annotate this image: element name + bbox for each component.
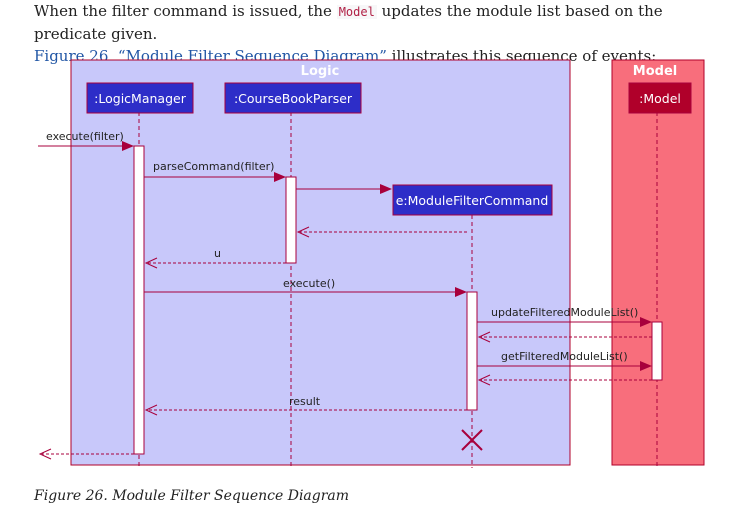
message-parse-command: parseCommand(filter) bbox=[153, 160, 274, 173]
destroy-marker bbox=[461, 429, 483, 451]
message-get-filtered: getFilteredModuleList() bbox=[501, 350, 628, 363]
message-execute: execute() bbox=[283, 277, 335, 290]
figure-caption: Figure 26. Module Filter Sequence Diagra… bbox=[34, 488, 350, 504]
model-group-label: Model bbox=[633, 64, 677, 79]
model-code: Model bbox=[336, 5, 377, 19]
message-u: u bbox=[214, 247, 221, 260]
participant-parser-label: :CourseBookParser bbox=[234, 91, 353, 106]
arrowhead-execute-filter bbox=[122, 141, 134, 151]
return-arrowhead-command bbox=[296, 226, 310, 238]
model-group bbox=[611, 59, 705, 466]
intro-text-2: updates the module list based on the pre… bbox=[34, 2, 663, 43]
arrowhead-get-filtered bbox=[640, 361, 652, 371]
participant-filter-command bbox=[392, 184, 553, 216]
return-arrowhead-result bbox=[144, 404, 158, 416]
participant-logic-manager bbox=[86, 82, 194, 114]
arrowhead-parse-command bbox=[274, 172, 286, 182]
return-arrowhead-get bbox=[477, 374, 491, 386]
activation-logic-manager bbox=[133, 145, 145, 455]
message-update-filtered: updateFilteredModuleList() bbox=[491, 306, 638, 319]
participant-model bbox=[628, 82, 692, 114]
arrowhead-execute bbox=[455, 287, 467, 297]
message-result: result bbox=[289, 395, 321, 408]
arrowhead-create-command bbox=[380, 184, 392, 194]
participant-logic-manager-label: :LogicManager bbox=[94, 91, 187, 106]
arrowhead-update-filtered bbox=[640, 317, 652, 327]
return-arrowhead-u bbox=[144, 257, 158, 269]
logic-group bbox=[70, 59, 571, 466]
participant-filter-command-label: e:ModuleFilterCommand bbox=[396, 193, 549, 208]
message-execute-filter: execute(filter) bbox=[46, 130, 124, 143]
participant-parser bbox=[224, 82, 362, 114]
participant-model-label: :Model bbox=[639, 91, 681, 106]
intro-text-1: When the filter command is issued, the bbox=[34, 2, 337, 20]
sequence-diagram: Logic Model :LogicManager :CourseBookPar… bbox=[38, 59, 705, 468]
activation-filter-command bbox=[466, 291, 478, 411]
activation-model bbox=[651, 321, 663, 381]
activation-parser bbox=[285, 176, 297, 264]
logic-group-label: Logic bbox=[301, 64, 340, 79]
return-arrowhead-update bbox=[477, 331, 491, 343]
return-arrowhead-caller bbox=[38, 448, 52, 460]
